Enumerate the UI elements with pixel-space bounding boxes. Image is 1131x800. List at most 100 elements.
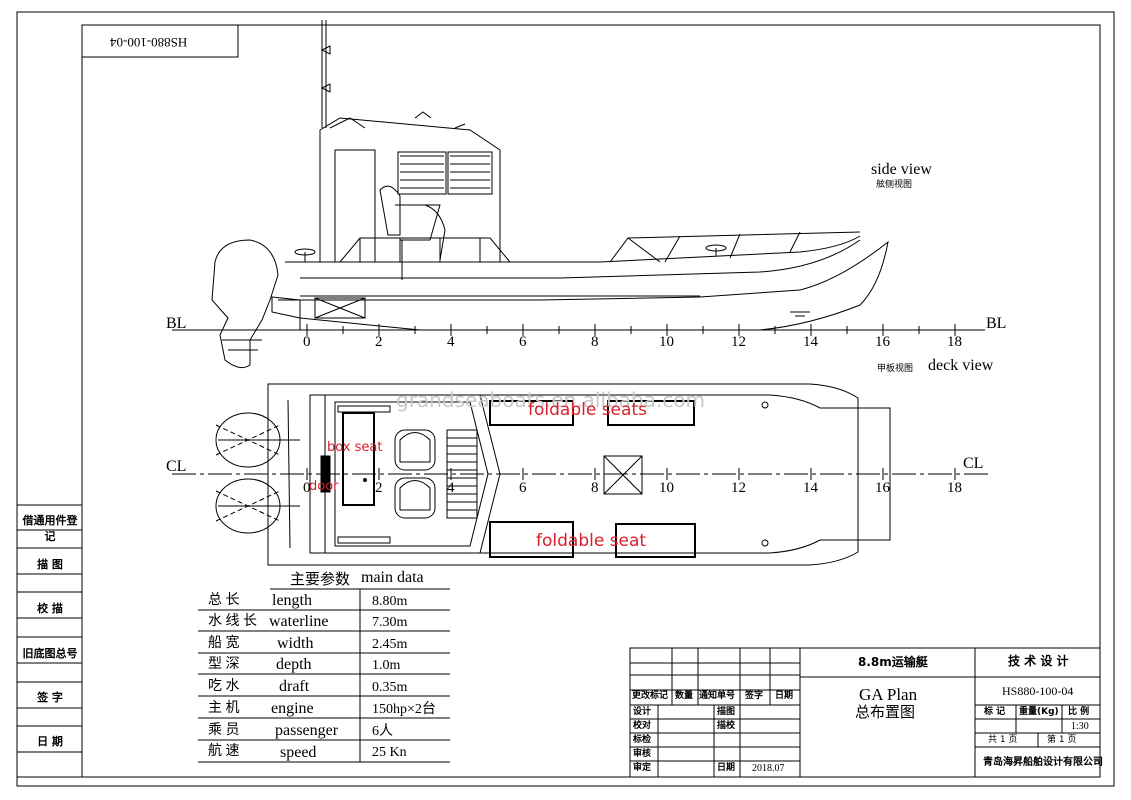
inner-frame — [81, 24, 1101, 778]
spec-value: 2.45m — [372, 637, 408, 652]
side-tick-18: 18 — [947, 334, 962, 350]
scale-value: 1:30 — [1071, 721, 1089, 732]
side-view-label: side view — [871, 161, 932, 178]
foldable-seat-box-4 — [615, 523, 696, 558]
side-tick-8: 8 — [591, 334, 599, 350]
role-label: 标检 — [633, 735, 652, 745]
foldable-seat-box-2 — [607, 400, 695, 426]
design-stage: 技 术 设 计 — [1008, 654, 1069, 668]
box-seat-outline — [342, 412, 375, 506]
door-label: door — [309, 479, 339, 494]
deck-tick-18: 18 — [947, 480, 962, 496]
drawing-date: 2018.07 — [752, 763, 785, 774]
col-scale: 比 例 — [1068, 707, 1090, 717]
side-tick-14: 14 — [803, 334, 818, 350]
role-label: 设计 — [633, 707, 652, 717]
spec-cn: 水 线 长 — [208, 614, 257, 629]
main-data-title-cn: 主要参数 — [290, 570, 351, 588]
deck-hull — [267, 383, 859, 566]
side-outboard-engine — [211, 239, 279, 369]
door-mark — [320, 455, 331, 493]
role-label-2: 描校 — [717, 721, 736, 731]
rev-header: 更改标记 — [632, 691, 669, 701]
main-data-title-en: main data — [361, 569, 424, 586]
side-tick-4: 4 — [447, 334, 455, 350]
deck-view-label: deck view — [928, 357, 994, 374]
rev-header: 数量 — [675, 691, 694, 701]
deck-tick-14: 14 — [803, 480, 818, 496]
role-label-2: 日期 — [717, 763, 736, 773]
spec-value: 1.0m — [372, 658, 401, 673]
col-weight: 重量(Kg) — [1019, 707, 1059, 717]
drawing-number-box — [81, 24, 239, 58]
spec-value: 0.35m — [372, 680, 408, 695]
strip-label: 借通用件登记 — [22, 514, 78, 543]
spec-cn: 船 宽 — [208, 636, 240, 651]
deck-tick-2: 2 — [375, 480, 383, 496]
side-tick-10: 10 — [659, 334, 674, 350]
spec-en: depth — [276, 656, 312, 673]
spec-cn: 吃 水 — [208, 679, 240, 694]
side-cabin — [319, 117, 501, 262]
box-seat-label: box seat — [327, 440, 383, 455]
spec-value: 6人 — [372, 724, 393, 739]
baseline-label-right: BL — [986, 315, 1007, 332]
drawing-number-stamp: HS880-100-04 — [110, 35, 188, 50]
deck-tick-10: 10 — [659, 480, 674, 496]
foldable-seat-box-3 — [489, 521, 574, 558]
spec-en: speed — [280, 744, 317, 761]
company-name: 青岛海昇船舶设计有限公司 — [983, 757, 1103, 768]
centerline-label-left: CL — [166, 458, 187, 475]
spec-value: 8.80m — [372, 594, 408, 609]
foldable-seat-label: foldable seat — [536, 531, 647, 551]
spec-cn: 主 机 — [208, 701, 240, 716]
side-view-label-cn: 舷侧视图 — [876, 180, 913, 190]
project-name: 8.8m运输艇 — [858, 655, 928, 669]
sheets-total: 共 1 页 — [988, 735, 1018, 745]
rev-header: 通知单号 — [699, 691, 736, 701]
spec-cn: 型 深 — [208, 657, 240, 672]
spec-cn: 总 长 — [208, 593, 240, 608]
spec-value: 25 Kn — [372, 745, 407, 760]
spec-en: passenger — [275, 722, 339, 739]
role-label: 校对 — [633, 721, 652, 731]
spec-en: draft — [279, 678, 310, 695]
role-label-2: 描图 — [717, 707, 736, 717]
col-mark: 标 记 — [984, 707, 1006, 717]
strip-label: 日 期 — [37, 735, 63, 748]
drawing-number: HS880-100-04 — [1002, 684, 1074, 698]
role-label: 审核 — [633, 749, 652, 759]
spec-en: engine — [271, 700, 314, 717]
spec-en: length — [272, 592, 312, 609]
drawing-name-en: GA Plan — [859, 685, 918, 704]
sheet-number: 第 1 页 — [1047, 735, 1077, 745]
centerline-label-right: CL — [963, 455, 984, 472]
deck-tick-4: 4 — [447, 480, 455, 496]
title-block — [629, 647, 1101, 778]
rev-header: 日期 — [775, 691, 794, 701]
strip-label: 校 描 — [37, 602, 63, 615]
strip-label: 旧底图总号 — [22, 647, 78, 660]
side-tick-0: 0 — [303, 334, 311, 350]
spec-value: 7.30m — [372, 615, 408, 630]
spec-cn: 航 速 — [208, 744, 240, 759]
side-tick-16: 16 — [875, 334, 890, 350]
outer-frame — [16, 11, 1115, 787]
deck-tick-16: 16 — [875, 480, 890, 496]
drawing-name-cn: 总布置图 — [855, 703, 916, 721]
rev-header: 签字 — [745, 691, 764, 701]
strip-label: 签 字 — [37, 691, 63, 704]
deck-tick-6: 6 — [519, 480, 527, 496]
deck-view-label-cn: 甲板视图 — [877, 364, 914, 374]
side-tick-6: 6 — [519, 334, 527, 350]
spec-value: 150hp×2台 — [372, 702, 436, 717]
watermark: grandseaboats.en.alibaba.com — [396, 388, 706, 412]
spec-cn: 乘 员 — [208, 723, 240, 738]
role-label: 审定 — [633, 763, 652, 773]
deck-tick-0: 0 — [303, 480, 311, 496]
spec-en: width — [277, 635, 314, 652]
strip-label: 描 图 — [37, 558, 63, 571]
foldable-seat-box-1 — [489, 400, 574, 426]
side-tick-12: 12 — [731, 334, 746, 350]
